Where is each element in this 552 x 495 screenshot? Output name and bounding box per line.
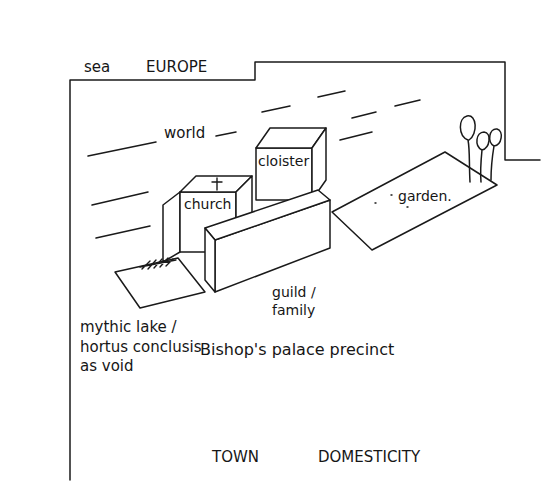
lake-plot: mythic lake / hortus conclusis as void: [78, 255, 213, 400]
region-label: world: [164, 124, 205, 142]
region-label: DOMESTICITY: [318, 448, 420, 466]
block-face: [312, 128, 326, 200]
block-face: [115, 258, 205, 308]
block-face: [205, 228, 215, 292]
page-frame: [70, 62, 540, 480]
region-label: TOWN: [212, 448, 259, 466]
sketch-mark: [140, 258, 176, 269]
tree: [460, 116, 475, 182]
block-face: [163, 192, 180, 262]
region-label: sea: [84, 58, 110, 76]
tree: [477, 132, 489, 182]
node-text: garden.: [398, 187, 458, 205]
garden-plot: garden.: [295, 145, 500, 255]
precinct-label: Bishop's palace precinct: [200, 340, 394, 359]
region-label: EUROPE: [146, 58, 207, 76]
sketch-mark: [212, 178, 222, 190]
tree: [490, 129, 502, 180]
garden-plot-outline: [295, 145, 500, 255]
node-text: cloister: [258, 152, 311, 170]
block-face: [205, 190, 330, 240]
node-text: guild / family: [272, 283, 332, 319]
block-face: [332, 152, 497, 250]
node-text: mythic lake / hortus conclusis as void: [80, 318, 202, 377]
block-face: [256, 148, 312, 200]
node-text: church: [184, 195, 234, 213]
